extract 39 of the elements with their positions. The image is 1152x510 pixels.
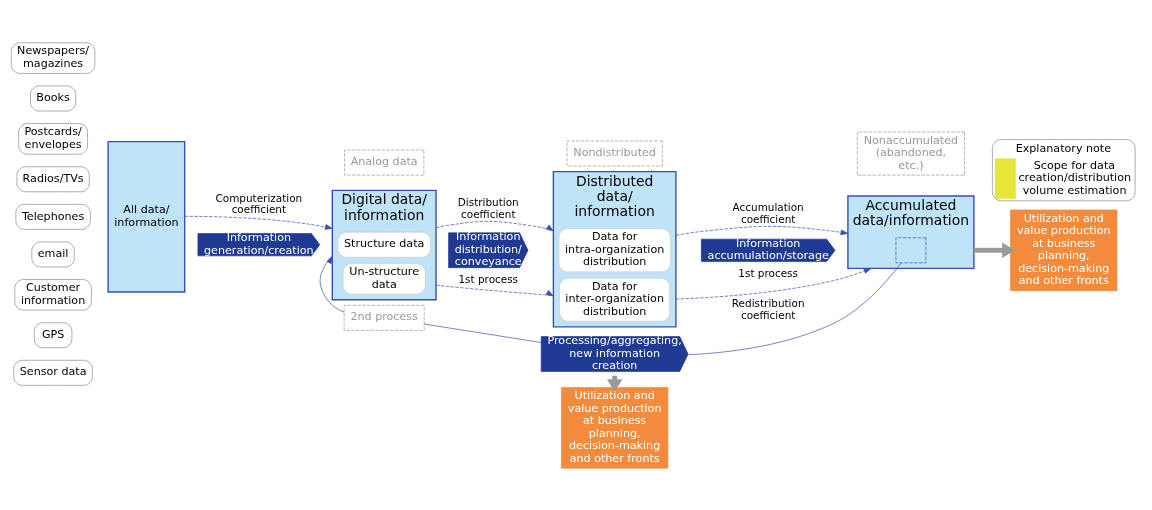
- node-box: Sensor data: [13, 359, 93, 386]
- arrow: [973, 242, 1015, 258]
- node-box: Utilization and value production at business planning, decision-making and other fronts: [1010, 209, 1118, 291]
- node-box: Data for inter-organization distribution: [559, 277, 670, 322]
- edge-label: Distribution coefficient: [457, 195, 519, 220]
- node-box: Analog data: [344, 149, 425, 175]
- arrow: [675, 267, 872, 299]
- edge-label: Redistribution coefficient: [731, 296, 805, 321]
- node-box: Structure data: [337, 231, 431, 258]
- legend-label: Scope for data creation/distribution volume estimation: [1018, 158, 1132, 197]
- edge-label: 1st process: [738, 266, 798, 279]
- node-box: Nondistributed: [566, 140, 663, 166]
- arrow: [435, 284, 554, 296]
- node-box: GPS: [33, 321, 73, 348]
- edge-label: 1st process: [458, 272, 519, 285]
- node-box: [895, 236, 927, 263]
- arrow: [435, 220, 554, 231]
- node-box: Telephones: [15, 203, 91, 230]
- node-box: All data/ information: [107, 140, 186, 293]
- label: Explanatory note: [1015, 141, 1112, 155]
- edge-label: Computerization coefficient: [215, 191, 303, 215]
- arrow: [184, 215, 333, 230]
- connector: [687, 262, 902, 355]
- node-box: Data for intra-organization distribution: [558, 227, 671, 272]
- node-box: Postcards/ envelopes: [18, 122, 88, 155]
- node-box: Radios/TVs: [16, 165, 90, 192]
- node-box: Un-structure data: [342, 262, 426, 294]
- node-box: Customer information: [14, 278, 92, 310]
- node-box: Nonaccumulated (abandoned, etc.): [856, 131, 965, 175]
- node-box: 2nd process: [343, 304, 425, 331]
- node-box: email: [31, 241, 75, 267]
- node-box: Books: [30, 85, 77, 111]
- edge-label: Accumulation coefficient: [732, 200, 804, 225]
- cluster: Accumulated data/information: [847, 194, 975, 269]
- node-box: Newspapers/ magazines: [10, 41, 96, 74]
- connector: [423, 323, 542, 343]
- arrow: [675, 225, 849, 236]
- node-box: Utilization and value production at business planning, decision-making and other fronts: [561, 386, 669, 469]
- arrow: [319, 255, 345, 313]
